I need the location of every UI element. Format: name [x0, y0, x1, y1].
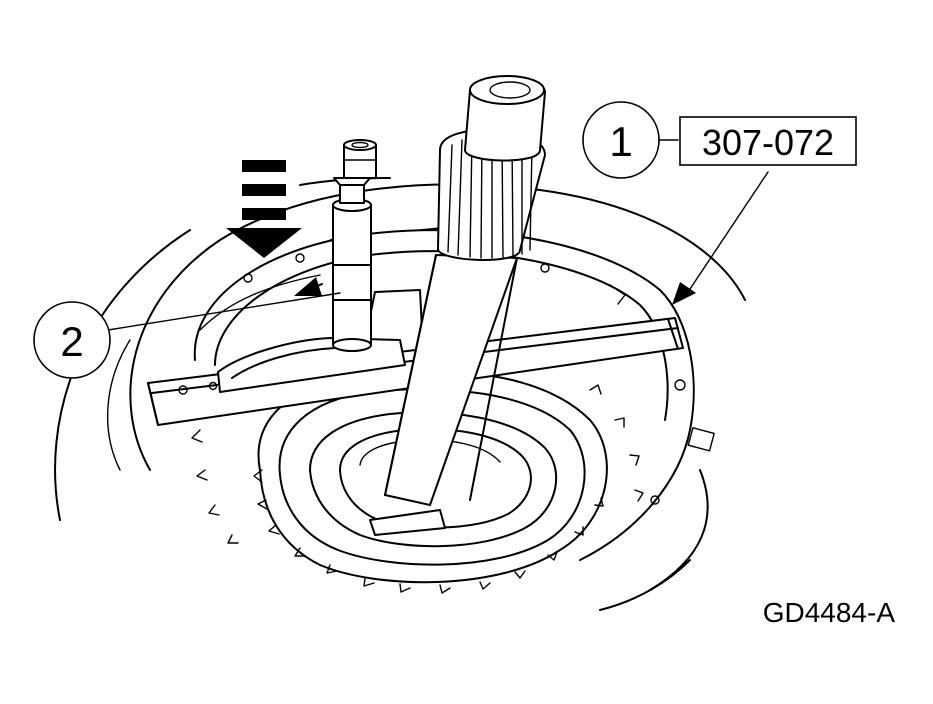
pointer-arrow-2: [294, 277, 323, 296]
callout-1-leader: [659, 139, 769, 305]
input-shaft: [384, 75, 546, 506]
callout-2-number: 2: [60, 318, 83, 365]
down-arrow-icon: [226, 160, 302, 258]
ring-tab: [369, 509, 446, 536]
tool-number-label: 307-072: [702, 122, 834, 163]
figure-code: GD4484-A: [763, 597, 896, 628]
callout-2: 2: [33, 301, 111, 379]
callout-1-number: 1: [609, 118, 632, 165]
callout-1: 1 307-072: [582, 101, 857, 179]
plunger-tool: [332, 139, 377, 352]
callout-2-leader: [107, 292, 341, 331]
